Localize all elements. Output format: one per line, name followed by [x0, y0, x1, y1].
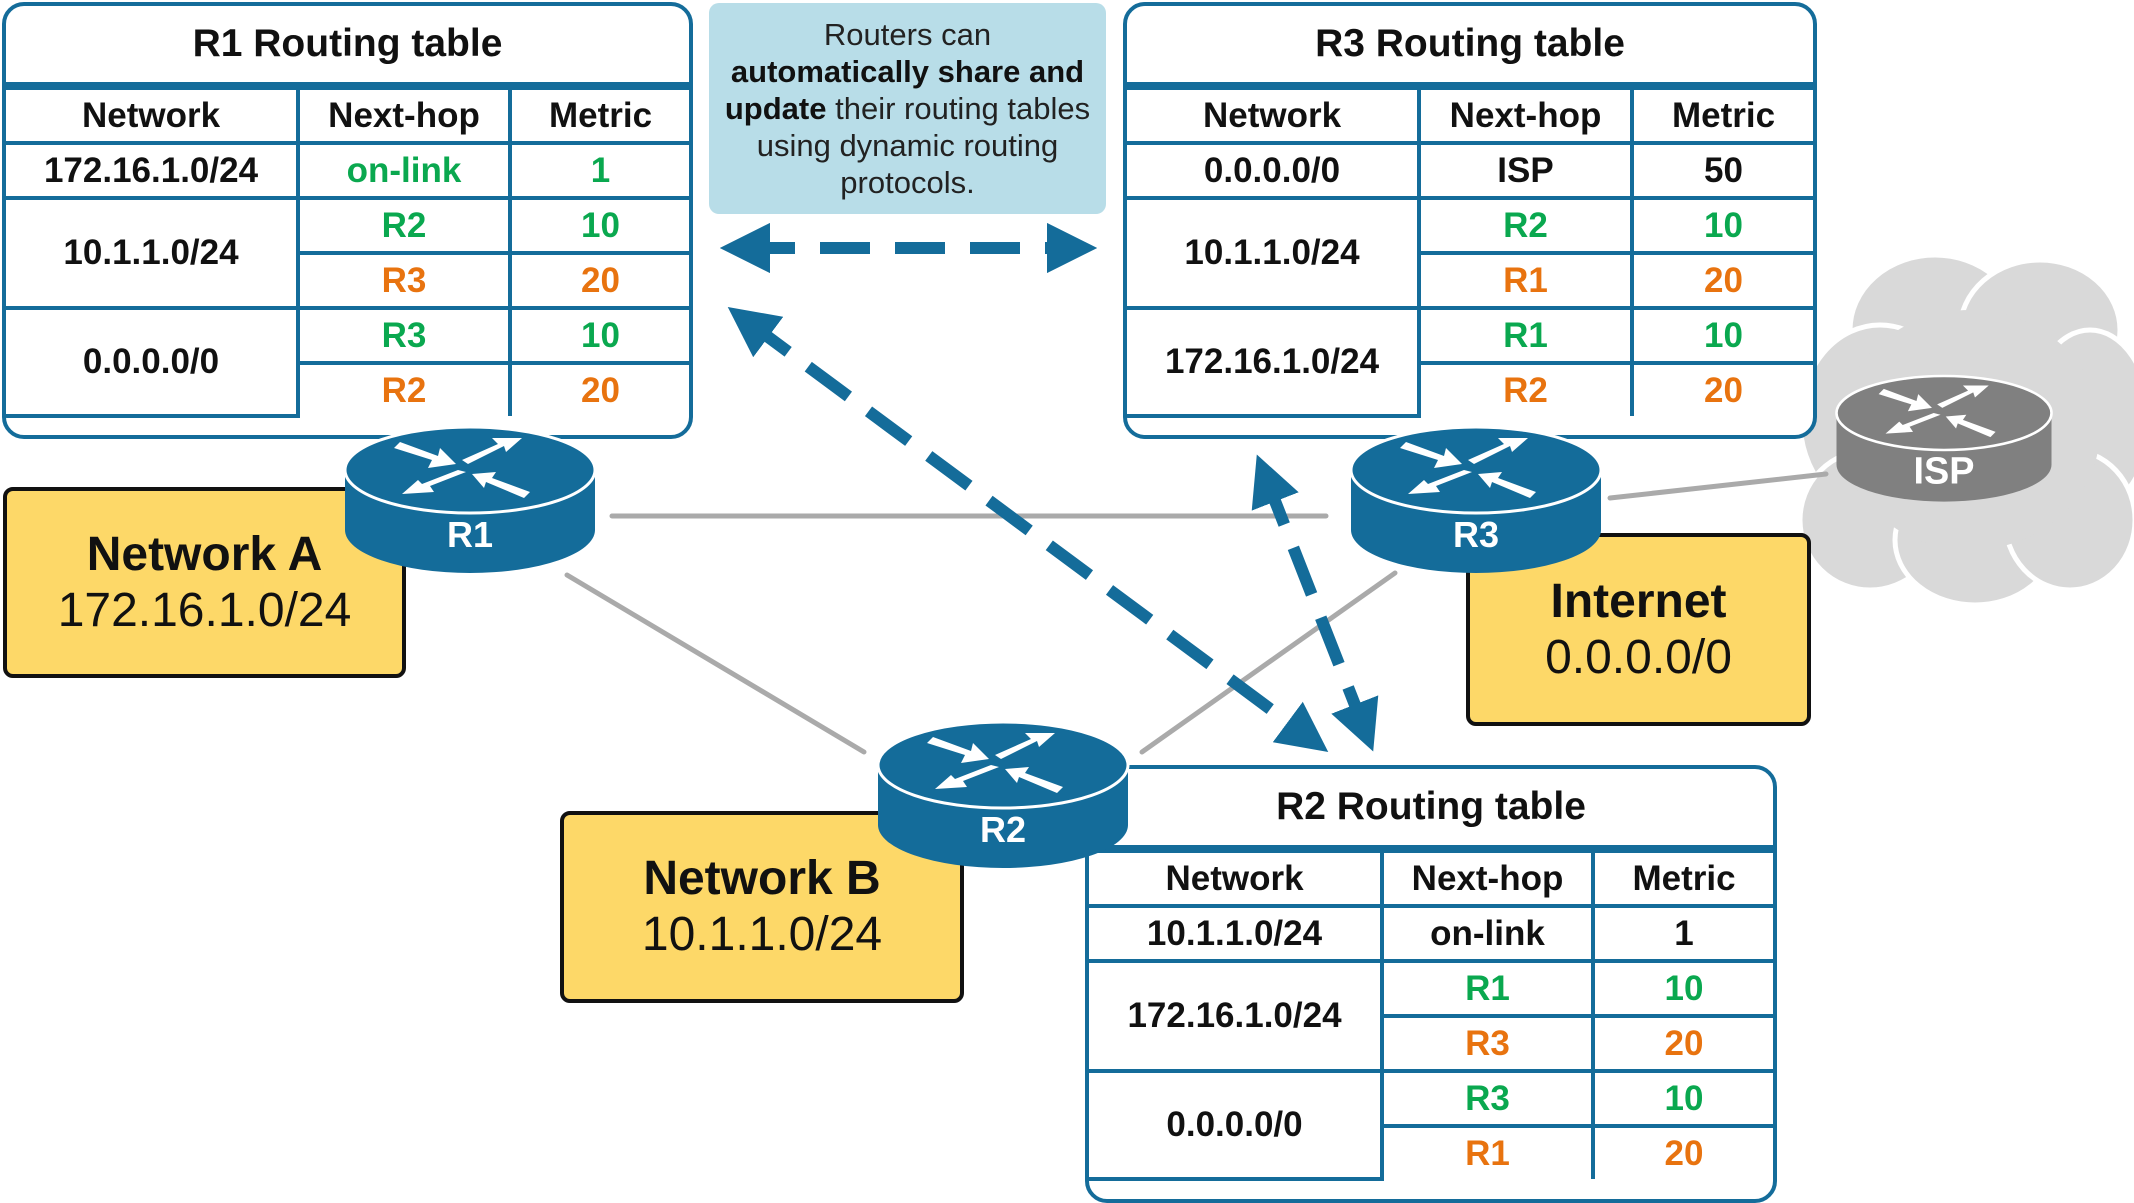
router-isp-label: ISP — [1914, 451, 1975, 493]
network-cell: 0.0.0.0/0 — [1127, 141, 1421, 200]
routing-table-title: R3 Routing table — [1127, 6, 1813, 86]
next-hop-cell: R1 — [1382, 1124, 1595, 1179]
network-a-name: Network A — [86, 527, 323, 581]
next-hop-cell: R1 — [1380, 959, 1595, 1018]
next-hop-cell: R2 — [1419, 361, 1634, 416]
routing-table-title: R2 Routing table — [1089, 769, 1773, 849]
metric-cell: 10 — [1630, 196, 1813, 255]
metric-cell: 10 — [508, 306, 689, 365]
column-header: Network — [1089, 849, 1384, 908]
update-arrow-r3-r2 — [1251, 454, 1379, 752]
network-cell: 172.16.1.0/24 — [1127, 306, 1421, 418]
network-cell: 172.16.1.0/24 — [1089, 959, 1384, 1073]
router-r1-label: R1 — [447, 514, 493, 555]
next-hop-cell: R2 — [298, 361, 512, 416]
network-cell: 172.16.1.0/24 — [6, 141, 300, 200]
column-header: Next-hop — [296, 86, 512, 145]
info-bold-text: automatically share and update — [724, 54, 1085, 126]
next-hop-cell: R3 — [1380, 1069, 1595, 1128]
info-line1: Routers can — [823, 17, 992, 52]
next-hop-cell: R1 — [1417, 306, 1634, 365]
metric-cell: 10 — [1591, 1069, 1773, 1128]
column-header: Network — [6, 86, 300, 145]
network-a-box: Network A 172.16.1.0/24 — [3, 487, 406, 678]
router-r1[interactable]: R1 — [343, 425, 597, 573]
next-hop-cell: on-link — [296, 141, 512, 200]
metric-cell: 20 — [1630, 361, 1813, 416]
network-cell: 10.1.1.0/24 — [6, 196, 300, 310]
metric-cell: 20 — [1591, 1124, 1773, 1179]
network-cell: 0.0.0.0/0 — [1089, 1069, 1384, 1181]
metric-cell: 10 — [1630, 306, 1813, 365]
next-hop-cell: R3 — [298, 251, 512, 310]
router-r2-label: R2 — [980, 809, 1026, 850]
next-hop-cell: R2 — [296, 196, 512, 255]
next-hop-cell: R2 — [1417, 196, 1634, 255]
column-header: Metric — [508, 86, 689, 145]
metric-cell: 20 — [1630, 251, 1813, 310]
network-b-address: 10.1.1.0/24 — [641, 908, 883, 961]
router-isp[interactable]: ISP — [1835, 374, 2053, 502]
metric-cell: 1 — [1591, 904, 1773, 963]
network-cell: 10.1.1.0/24 — [1089, 904, 1384, 963]
metric-cell: 10 — [1591, 959, 1773, 1018]
routing-table-title: R1 Routing table — [6, 6, 689, 86]
network-b-box: Network B 10.1.1.0/24 — [560, 811, 964, 1003]
router-r3[interactable]: R3 — [1349, 425, 1603, 573]
network-cell: 0.0.0.0/0 — [6, 306, 300, 418]
column-header: Next-hop — [1417, 86, 1634, 145]
metric-cell: 10 — [508, 196, 689, 255]
router-r3-label: R3 — [1453, 514, 1499, 555]
info-rest-text: their routing tables using dynamic routi… — [756, 91, 1091, 200]
network-b-name: Network B — [643, 852, 881, 905]
internet-name: Internet — [1550, 574, 1727, 628]
info-callout: Routers can automatically share and upda… — [709, 3, 1106, 214]
metric-cell: 50 — [1630, 141, 1813, 200]
next-hop-cell: R1 — [1419, 251, 1634, 310]
metric-cell: 1 — [508, 141, 689, 200]
metric-cell: 20 — [1591, 1014, 1773, 1073]
update-arrow-r1-r2 — [727, 306, 1329, 753]
next-hop-cell: R3 — [1382, 1014, 1595, 1073]
next-hop-cell: R3 — [296, 306, 512, 365]
column-header: Next-hop — [1380, 849, 1595, 908]
next-hop-cell: on-link — [1380, 904, 1595, 963]
column-header: Metric — [1591, 849, 1773, 908]
next-hop-cell: ISP — [1417, 141, 1634, 200]
column-header: Metric — [1630, 86, 1813, 145]
metric-cell: 20 — [508, 251, 689, 310]
network-a-address: 172.16.1.0/24 — [57, 583, 352, 637]
network-cell: 10.1.1.0/24 — [1127, 196, 1421, 310]
internet-address: 0.0.0.0/0 — [1545, 630, 1732, 684]
router-r2[interactable]: R2 — [876, 720, 1130, 868]
column-header: Network — [1127, 86, 1421, 145]
metric-cell: 20 — [508, 361, 689, 416]
link-r3-isp — [1607, 471, 1829, 501]
